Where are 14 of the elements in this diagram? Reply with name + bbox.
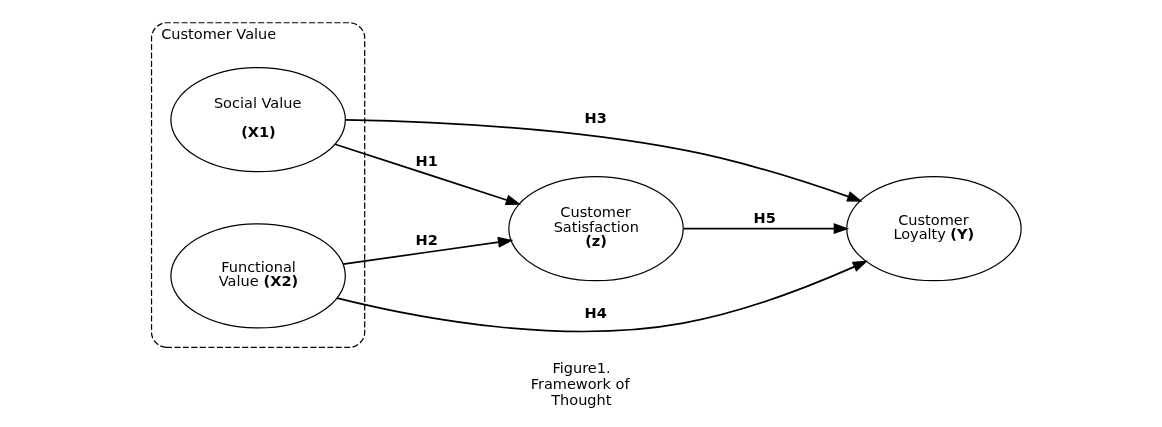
arrow (682, 223, 849, 235)
arrow (344, 119, 863, 202)
edge-label: H2 (415, 232, 438, 249)
edge-label: H4 (584, 304, 607, 321)
node-ellipse: Customer Satisfaction (z) (507, 175, 684, 282)
edge-label: H1 (415, 153, 438, 170)
arrow (341, 236, 513, 265)
node-ellipse: Functional Value (X2) (169, 223, 346, 329)
edge-label: H5 (752, 210, 776, 227)
node-ellipse: Social Value (X1) (169, 66, 346, 173)
edge-label: H3 (584, 109, 607, 126)
arrow (333, 143, 521, 206)
arrow (335, 260, 868, 333)
caption: Figure1. Framework of Thought (530, 360, 630, 408)
